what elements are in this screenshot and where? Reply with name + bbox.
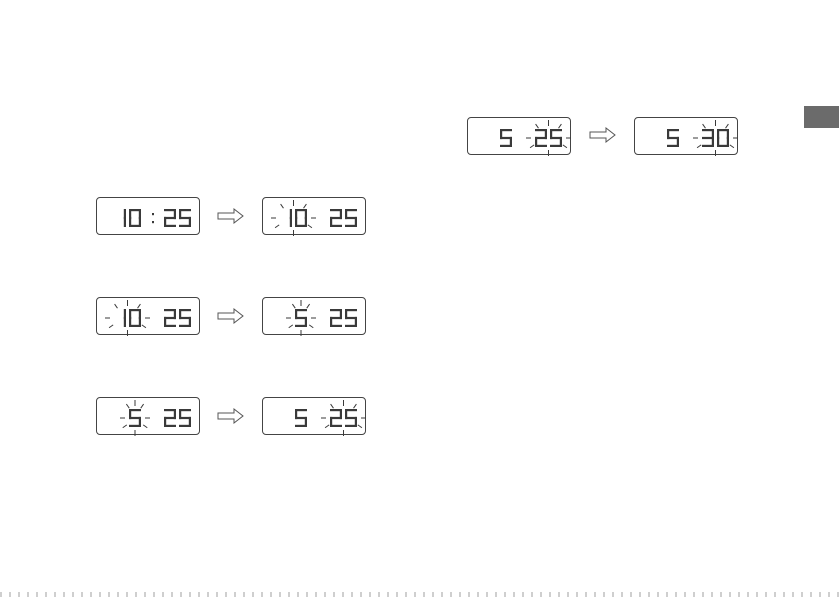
lcd-digit xyxy=(129,209,141,227)
arrow-right-icon xyxy=(217,308,245,324)
lcd-digit xyxy=(330,309,342,327)
lcd-digit xyxy=(295,309,307,327)
lcd-digit xyxy=(164,209,176,227)
arrow-right-icon xyxy=(217,408,245,424)
lcd-display-5 xyxy=(96,397,200,435)
lcd-display-8 xyxy=(634,117,738,155)
lcd-display-4 xyxy=(262,297,366,335)
lcd-display-1 xyxy=(96,197,200,235)
lcd-digit xyxy=(550,129,562,147)
lcd-display-7 xyxy=(467,117,571,155)
lcd-digit xyxy=(164,409,176,427)
lcd-digit xyxy=(124,309,126,327)
arrow-right-icon xyxy=(589,127,617,143)
lcd-digit xyxy=(179,309,191,327)
lcd-digit xyxy=(345,409,357,427)
lcd-digit xyxy=(345,309,357,327)
lcd-display-2 xyxy=(262,197,366,235)
lcd-digit xyxy=(179,409,191,427)
arrow-right-icon xyxy=(217,208,245,224)
lcd-digit xyxy=(164,309,176,327)
lcd-digit xyxy=(129,309,141,327)
blink-rays-icon xyxy=(693,120,738,156)
lcd-digit xyxy=(535,129,547,147)
lcd-display-6 xyxy=(262,397,366,435)
blink-rays-icon xyxy=(105,300,150,336)
lcd-digit xyxy=(124,209,126,227)
lcd-digit xyxy=(702,129,714,147)
section-tab xyxy=(804,106,839,128)
page-bottom-rule xyxy=(0,592,839,597)
blink-rays-icon xyxy=(526,120,571,156)
lcd-digit xyxy=(295,409,307,427)
blink-rays-icon xyxy=(271,200,316,236)
lcd-digit xyxy=(129,409,141,427)
lcd-colon xyxy=(152,213,154,223)
lcd-display-3 xyxy=(96,297,200,335)
lcd-digit xyxy=(345,209,357,227)
lcd-digit xyxy=(330,409,342,427)
lcd-digit xyxy=(330,209,342,227)
lcd-digit xyxy=(290,209,292,227)
blink-rays-icon xyxy=(321,400,366,436)
lcd-digit xyxy=(667,129,679,147)
lcd-digit xyxy=(717,129,729,147)
lcd-digit xyxy=(295,209,307,227)
lcd-digit xyxy=(179,209,191,227)
lcd-digit xyxy=(500,129,512,147)
